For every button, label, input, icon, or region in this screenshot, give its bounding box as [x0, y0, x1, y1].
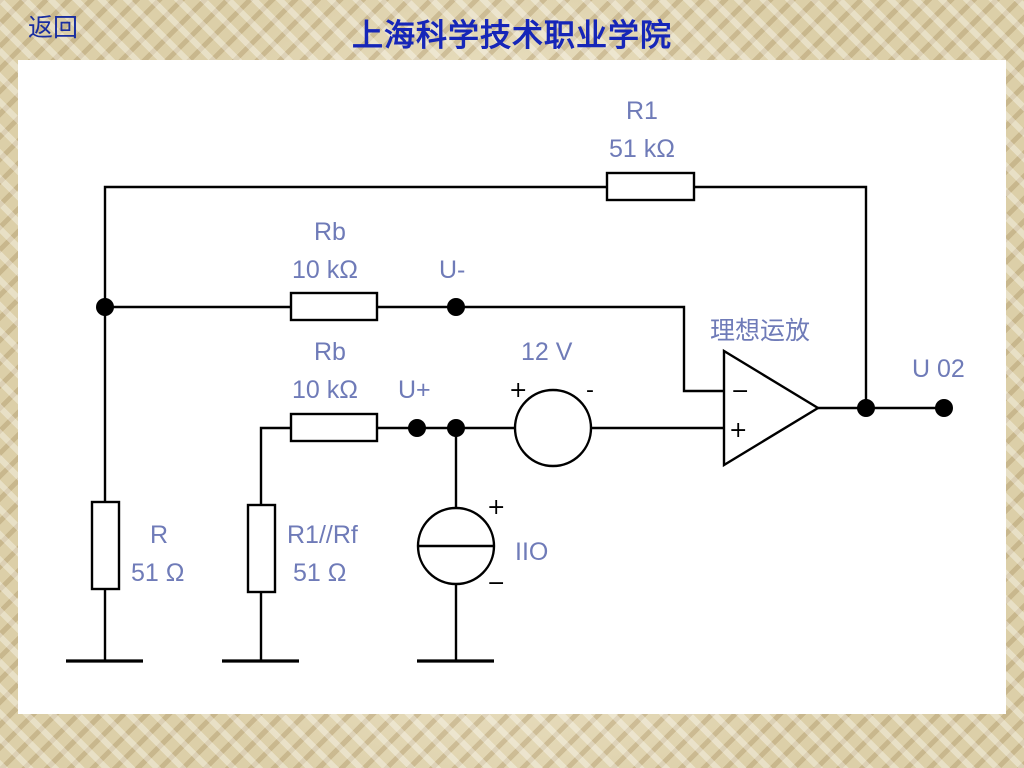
label-r-value: 51 Ω: [131, 559, 184, 587]
circuit-diagram: + - + − − + R1 51 kΩ Rb 10 kΩ U- Rb 10 k…: [66, 97, 965, 663]
terminal-u-minus: [447, 298, 465, 316]
opamp-minus-sign: −: [731, 379, 749, 404]
wire-feedback-top: [103, 185, 868, 408]
label-rb-bottom-value: 10 kΩ: [292, 376, 358, 404]
wire-minus-node: [105, 305, 724, 393]
label-u-minus: U-: [439, 256, 465, 284]
current-source-minus: −: [487, 571, 505, 596]
label-r1rf-value: 51 Ω: [293, 559, 346, 587]
terminal-output: [935, 399, 953, 417]
junction-plus-node: [447, 419, 465, 437]
voltage-source: [513, 388, 593, 468]
terminal-u-plus: [408, 419, 426, 437]
resistor-rb-bottom: [289, 412, 379, 443]
label-r1-value: 51 kΩ: [609, 135, 675, 163]
label-r1rf-name: R1//Rf: [287, 521, 358, 549]
label-opamp: 理想运放: [710, 316, 810, 345]
label-voltage-source: 12 V: [521, 338, 573, 366]
resistor-r1: [605, 171, 696, 202]
resistor-r1rf: [246, 503, 277, 594]
label-rb-top-value: 10 kΩ: [292, 256, 358, 284]
current-source-plus: +: [487, 495, 505, 520]
label-r-name: R: [150, 521, 168, 549]
label-u-plus: U+: [398, 376, 431, 404]
opamp-symbol: [722, 348, 821, 468]
junction-output: [857, 399, 875, 417]
label-r1-name: R1: [626, 97, 658, 125]
back-link[interactable]: 返回: [28, 13, 79, 42]
label-output: U 02: [912, 355, 965, 383]
diagram-panel: + - + − − + R1 51 kΩ Rb 10 kΩ U- Rb 10 k…: [18, 60, 1006, 714]
opamp-plus-sign: +: [729, 418, 747, 443]
label-current-source: IIO: [515, 538, 548, 566]
voltage-source-minus: -: [586, 378, 594, 403]
page-title: 上海科学技术职业学院: [352, 18, 672, 54]
junction-left-rail: [96, 298, 114, 316]
label-rb-bottom-name: Rb: [314, 338, 346, 366]
resistor-r: [90, 500, 121, 591]
label-rb-top-name: Rb: [314, 218, 346, 246]
resistor-rb-top: [289, 291, 379, 322]
voltage-source-plus: +: [509, 378, 527, 403]
